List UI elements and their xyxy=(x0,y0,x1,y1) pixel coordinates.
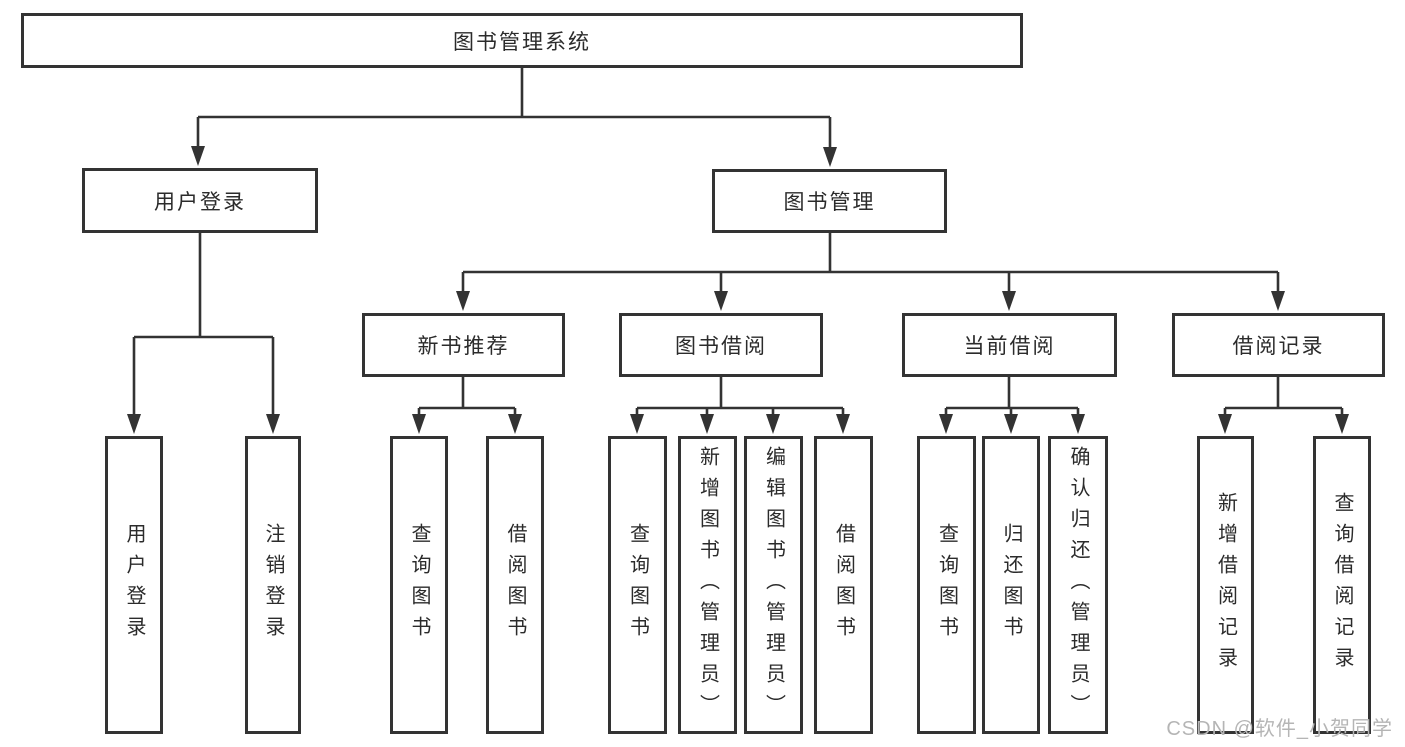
node-book-management-label: 图书管理 xyxy=(783,191,876,214)
node-book-management: 图书管理 xyxy=(712,169,947,233)
leaf-add-book-admin: 新增图书（管理员） xyxy=(678,436,737,734)
node-current-borrow-label: 当前借阅 xyxy=(963,335,1056,358)
leaf-return-book: 归还图书 xyxy=(982,436,1040,734)
leaf-confirm-return-admin: 确认归还（管理员） xyxy=(1048,436,1108,734)
node-root-label: 图书管理系统 xyxy=(453,30,591,54)
node-new-book-recommend-label: 新书推荐 xyxy=(417,335,510,358)
node-book-borrow: 图书借阅 xyxy=(619,313,823,377)
leaf-user-login: 用户登录 xyxy=(105,436,163,734)
node-root: 图书管理系统 xyxy=(21,13,1023,68)
leaf-query-book-1: 查询图书 xyxy=(390,436,448,734)
leaf-return-book-label: 归还图书 xyxy=(1000,523,1022,647)
connector-user-login xyxy=(127,233,280,434)
node-current-borrow: 当前借阅 xyxy=(902,313,1117,377)
node-new-book-recommend: 新书推荐 xyxy=(362,313,565,377)
leaf-logout-label: 注销登录 xyxy=(262,523,284,647)
connector-book-borrow xyxy=(630,377,850,434)
leaf-query-book-3-label: 查询图书 xyxy=(935,523,958,647)
node-book-borrow-label: 图书借阅 xyxy=(675,335,767,358)
leaf-query-book-2-label: 查询图书 xyxy=(626,523,649,647)
leaf-query-book-2: 查询图书 xyxy=(608,436,667,734)
leaf-query-borrow-record: 查询借阅记录 xyxy=(1313,436,1371,734)
leaf-edit-book-admin: 编辑图书（管理员） xyxy=(744,436,803,734)
leaf-add-borrow-record-label: 新增借阅记录 xyxy=(1214,492,1237,678)
leaf-edit-book-admin-label: 编辑图书（管理员） xyxy=(762,445,785,725)
connector-root xyxy=(191,68,837,167)
leaf-user-login-label: 用户登录 xyxy=(123,523,145,647)
connector-borrow-record xyxy=(1218,377,1349,434)
node-user-login-label: 用户登录 xyxy=(154,190,246,214)
connector-new-book xyxy=(412,377,522,434)
leaf-logout: 注销登录 xyxy=(245,436,301,734)
connector-current-borrow xyxy=(939,377,1085,434)
csdn-watermark: CSDN @软件_小贺同学 xyxy=(1166,718,1393,740)
node-user-login: 用户登录 xyxy=(82,168,318,233)
leaf-borrow-book-1-label: 借阅图书 xyxy=(504,523,526,647)
leaf-query-book-3: 查询图书 xyxy=(917,436,976,734)
connector-book-mgmt xyxy=(456,233,1285,311)
leaf-add-borrow-record: 新增借阅记录 xyxy=(1197,436,1254,734)
node-borrow-record: 借阅记录 xyxy=(1172,313,1385,377)
leaf-query-borrow-record-label: 查询借阅记录 xyxy=(1331,492,1353,678)
leaf-confirm-return-admin-label: 确认归还（管理员） xyxy=(1067,445,1089,725)
node-borrow-record-label: 借阅记录 xyxy=(1232,335,1325,358)
leaf-borrow-book-1: 借阅图书 xyxy=(486,436,544,734)
leaf-query-book-1-label: 查询图书 xyxy=(408,523,430,647)
leaf-borrow-book-2-label: 借阅图书 xyxy=(832,523,855,647)
leaf-borrow-book-2: 借阅图书 xyxy=(814,436,873,734)
leaf-add-book-admin-label: 新增图书（管理员） xyxy=(696,445,719,725)
